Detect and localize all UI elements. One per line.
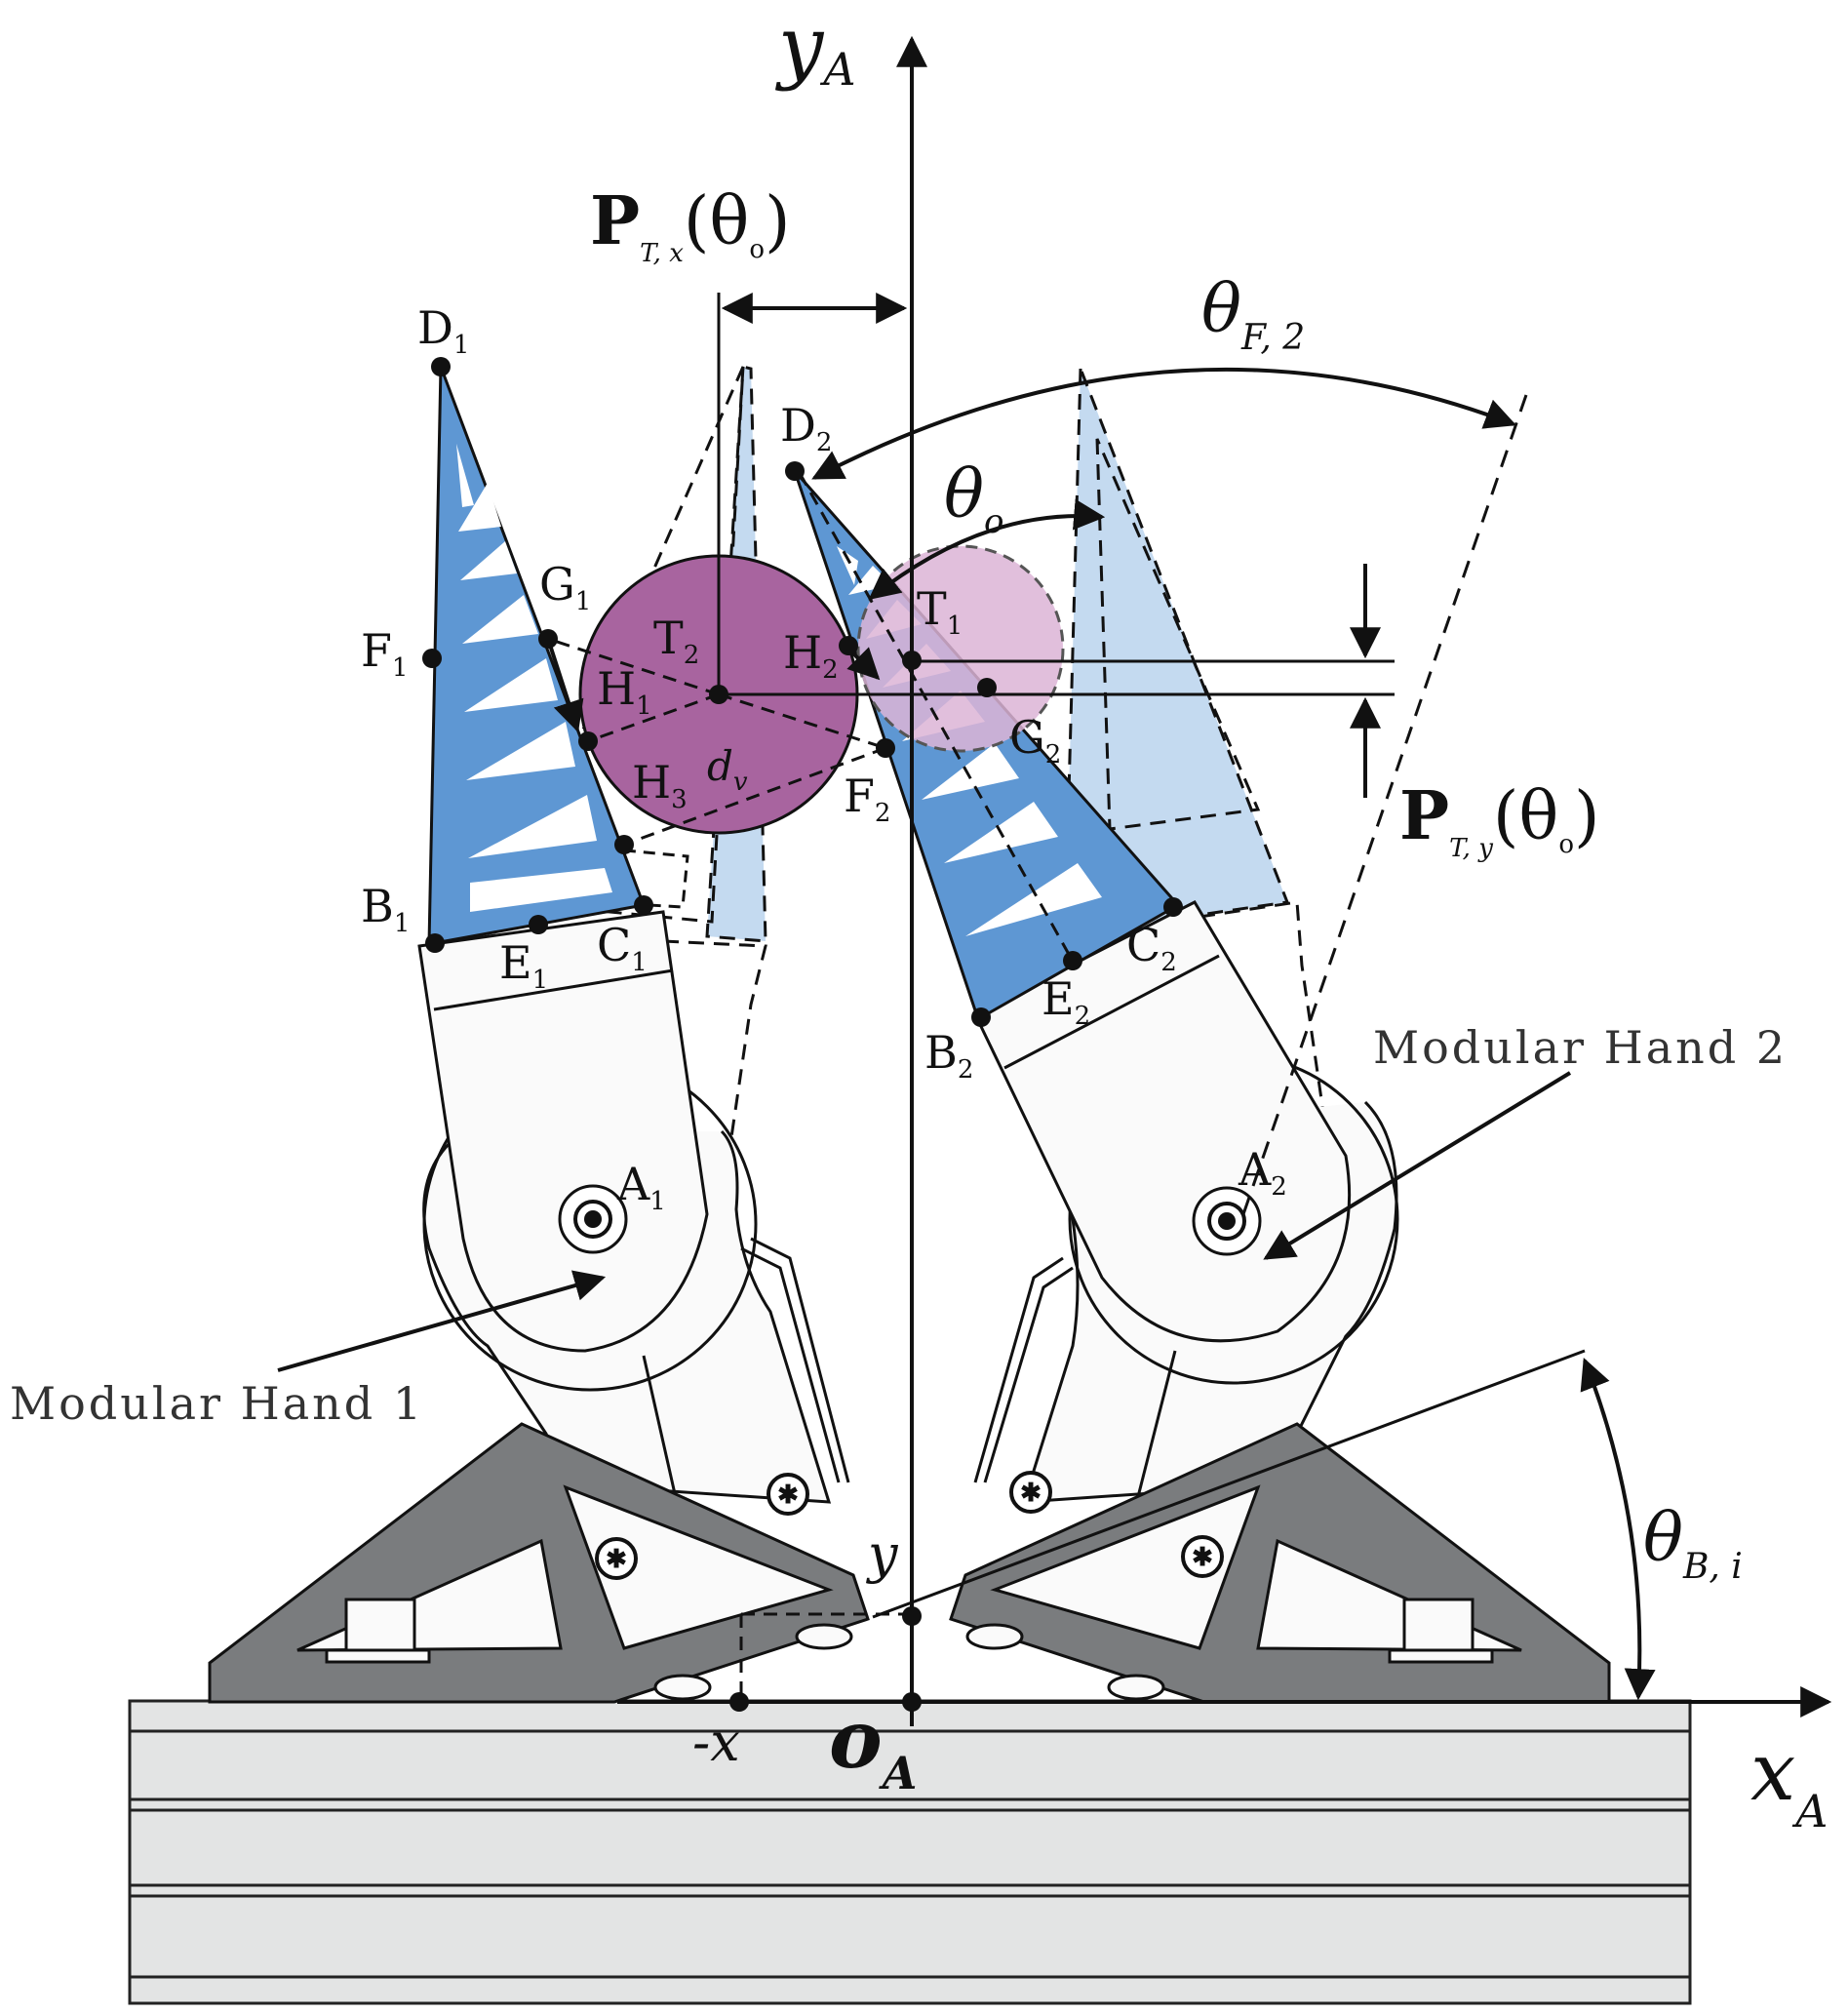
label-t2: T [653,612,684,664]
svg-text:T2: T2 [653,612,699,670]
modular-hand-2-label: Modular Hand 2 [1373,1021,1788,1074]
pivot-a1 [558,1184,628,1254]
svg-text:B1: B1 [361,880,410,938]
key-points [422,357,1183,1712]
svg-text:✱: ✱ [1020,1479,1042,1508]
modular-hand-1-label: Modular Hand 1 [10,1377,424,1430]
svg-text:E1: E1 [499,936,548,995]
svg-text:A1: A1 [616,1158,666,1216]
label-e2: E [1042,972,1075,1025]
label-c1: C [597,919,631,971]
axis-labels: yA xA oA -x y [692,0,1828,1837]
theta-bi-arc [1580,1358,1656,1701]
svg-text:C1: C1 [597,919,648,977]
ptx-label: PT, x(θo) [590,182,791,268]
origin-label: oA [829,1693,917,1799]
svg-text:H3: H3 [632,756,688,814]
y-tick-label: y [866,1523,899,1585]
coordinate-axes [617,35,1832,1726]
svg-text:F1: F1 [361,624,408,683]
label-c2: C [1126,919,1160,971]
point-labels: D1 D2 G1 G2 F1 F2 H1 H2 H3 T1 T2 B1 B2 C… [361,301,1287,1216]
dimension-arrows [277,293,1656,1701]
neg-x-label: -x [692,1712,740,1773]
svg-text:T1: T1 [917,582,963,641]
theta-f2-label: θF, 2 [1201,271,1305,358]
svg-text:G2: G2 [1009,711,1061,770]
label-f2: F [844,770,875,822]
svg-text:✱: ✱ [1192,1543,1213,1572]
label-g1: G [539,558,575,611]
theta-o-arc [868,498,1106,600]
g1-arrow [546,638,584,733]
aluminium-rail [128,1699,1692,2005]
hand1-palm [417,910,709,1353]
annotations: PT, x(θo) PT, y(θo) θF, 2 θo θB, i dv [590,182,1743,1587]
pivot-a2 [1192,1186,1262,1256]
theta-o-label: θo [944,456,1003,541]
svg-text:F2: F2 [844,770,890,828]
hand1-pointer [277,1270,607,1372]
svg-text:D2: D2 [780,399,832,457]
hand2-pointer [1263,1071,1572,1260]
label-b1: B [361,880,394,932]
pty-label: PT, y(θo) [1399,777,1600,863]
svg-text:G1: G1 [539,558,591,616]
label-d1: D [417,301,453,354]
hand2-base: ✱ ✱ [949,1422,1611,1704]
svg-text:✱: ✱ [777,1481,799,1510]
svg-text:A2: A2 [1238,1143,1287,1202]
svg-text:H2: H2 [783,626,839,685]
label-g2: G [1009,711,1045,764]
svg-text:H1: H1 [597,662,652,721]
label-d2: D [780,399,816,452]
label-h3: H [632,756,671,809]
label-e1: E [499,936,532,989]
label-t1: T [917,582,947,635]
construction-lines [547,293,1586,1702]
svg-text:C2: C2 [1126,919,1177,977]
label-a2: A [1238,1143,1272,1196]
h2-arrow [846,647,881,681]
svg-text:✱: ✱ [606,1545,627,1574]
svg-text:E2: E2 [1042,972,1090,1031]
svg-text:B2: B2 [924,1026,973,1085]
y-axis-label: yA [774,0,856,96]
x-axis-label: xA [1750,1726,1828,1837]
svg-text:D1: D1 [417,301,469,360]
label-b2: B [924,1026,958,1079]
theta-bi-label: θB, i [1643,1500,1743,1587]
theta-f2-arc [811,367,1516,480]
label-a1: A [616,1158,650,1210]
label-h2: H [783,626,822,679]
label-f1: F [361,624,392,677]
label-h1: H [597,662,636,715]
hand1-finger [427,366,647,946]
hand2-ghost-finger [1063,368,1338,1201]
hand1-base: ✱ ✱ [208,1422,870,1704]
dv-label: dv [707,742,748,797]
